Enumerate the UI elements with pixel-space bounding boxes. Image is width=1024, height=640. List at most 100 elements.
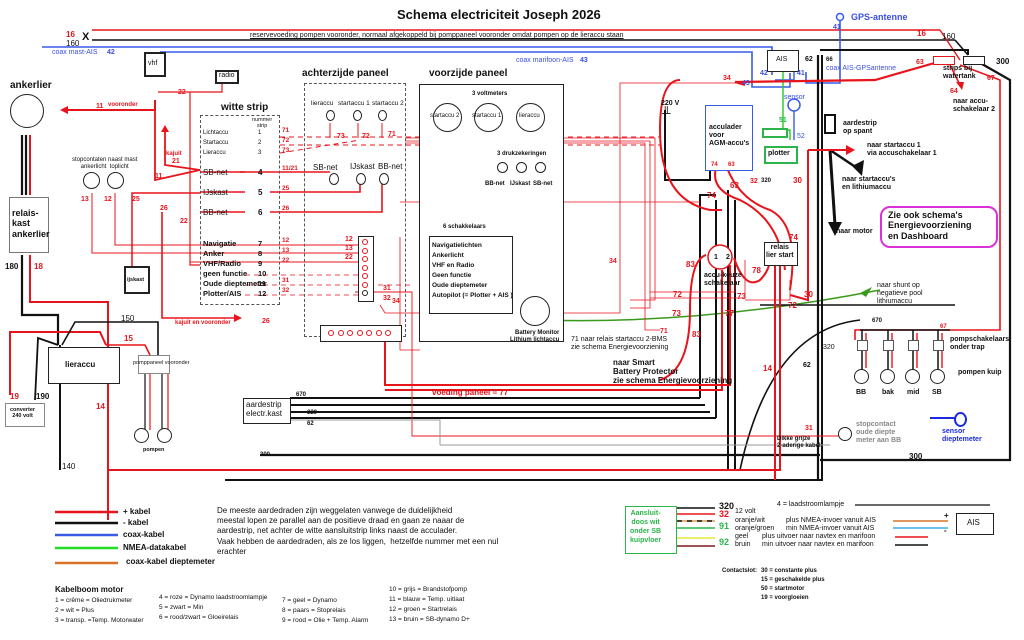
pump-label: mid <box>907 389 920 396</box>
strip-row-number: 9 <box>258 259 263 268</box>
wire-label-74c: 74 <box>789 233 798 242</box>
wire-label-73: 73 <box>672 309 681 318</box>
connector-pin <box>362 239 368 245</box>
switch-label: VHF en Radio <box>432 262 475 269</box>
relais-lier-start: relais lier start <box>764 242 798 266</box>
contactslot-item: 19 = voorgloeien <box>761 595 809 601</box>
wire-14 <box>29 255 109 520</box>
stopcontact-ankerlicht <box>83 172 100 189</box>
voltmeter-lieraccu <box>516 103 545 132</box>
strip-row-number: 2 <box>258 140 262 146</box>
wire-label-83b: 83 <box>692 330 701 339</box>
kabelboom-entry: 8 = paars = Stoprelais <box>282 607 346 614</box>
achterzijde-title: achterzijde paneel <box>302 68 389 79</box>
fuse-bbnet[interactable] <box>497 162 508 173</box>
aansluit-91: 91 <box>719 521 730 531</box>
wire-label-14: 14 <box>96 402 105 411</box>
wire-label-72: 72 <box>673 290 682 299</box>
voltmeter-startaccu2 <box>433 103 462 132</box>
wire-label-72b: 72 <box>788 301 797 310</box>
strip-row-wire: 71 <box>282 127 290 134</box>
witte-strip-title: witte strip <box>221 102 269 113</box>
wire-label-62c: 62 <box>803 362 811 369</box>
strip-row-wire: 11/21 <box>282 165 298 172</box>
strips-watertank-label: strips bij watertank <box>943 65 976 81</box>
wire-label-78: 78 <box>752 266 761 275</box>
strip-row-label: Oude dieptemeter <box>203 279 267 288</box>
terminal-sbnet <box>329 173 339 185</box>
wire-label-160: 160 <box>66 39 80 48</box>
fuse-sbnet[interactable] <box>535 162 546 173</box>
kabelboom-entry: 3 = transp. =Temp. Motorwater <box>55 617 144 624</box>
stopcontacten-label: stopcontaten naast mast ankerlicht topli… <box>72 157 138 170</box>
kajuit-label: kajuit <box>166 151 182 157</box>
coax-marifoon-ais <box>160 51 791 88</box>
wire-label-16: 16 <box>66 30 75 39</box>
nmea-connector <box>762 128 788 138</box>
coax-marifoon-label: coax marifoon-AIS <box>516 57 574 64</box>
wire-label-34b: 34 <box>392 298 400 305</box>
legend-item-label: coax-kabel dieptemeter <box>126 557 215 566</box>
kabelboom-entry: 11 = blauw = Temp. uitlaat <box>389 596 465 603</box>
stopcontact-diepte <box>838 427 852 441</box>
fuse-dot <box>375 330 382 336</box>
connector-wire-label: 12 <box>345 236 353 243</box>
wire-label-26: 26 <box>160 205 168 212</box>
aansluit-color: bruin <box>735 541 751 548</box>
minus-sign: - <box>944 526 947 535</box>
terminal-bbnet <box>379 173 389 185</box>
wire-label-300b: 300 <box>909 452 923 461</box>
wire-label-51: 51 <box>779 117 787 124</box>
gps-antenne-label: GPS-antenne <box>851 12 908 22</box>
terminal-startaccu2 <box>378 110 387 121</box>
fuse-label-bbnet: BB-net <box>485 181 505 187</box>
aansluit-desc: plus NMEA-invoer vanuit AIS <box>786 517 876 524</box>
strip-row-wire: 73 <box>282 147 290 154</box>
wire-label-19: 19 <box>10 392 19 401</box>
diagram-title: Schema electriciteit Joseph 2026 <box>397 7 601 22</box>
wire-label-190: 190 <box>36 392 50 401</box>
pump-label: SB <box>932 389 942 396</box>
plus-sign: + <box>944 511 949 520</box>
pump-motor <box>905 369 920 384</box>
wire-label-63: 63 <box>728 162 735 168</box>
kabelboom-entry: 9 = rood = Olie + Temp. Alarm <box>282 617 369 624</box>
fuse-dot <box>347 330 353 336</box>
wire-label-18: 18 <box>34 262 43 271</box>
contactslot-item: 50 = startmotor <box>761 586 805 592</box>
connector-pin <box>362 247 368 254</box>
wire-label-670: 670 <box>296 392 307 398</box>
achter-label-lieraccu: lieraccu <box>311 100 334 107</box>
connector-pin <box>362 281 368 288</box>
fuse-ijskast[interactable] <box>516 162 527 173</box>
witte-strip-header: nummer strip <box>252 117 273 130</box>
kabelboom-entry: 12 = groen = Startrelais <box>389 606 457 613</box>
wire-label-83: 83 <box>686 260 695 269</box>
wire-label-43: 43 <box>580 57 588 64</box>
acculader: acculader voor AGM-accu's <box>705 105 753 171</box>
fuse-dot <box>356 330 363 336</box>
wire-label-31b: 31 <box>805 425 813 432</box>
battery-monitor <box>520 296 550 326</box>
x-mark: X <box>82 31 90 43</box>
strip-row-number: 10 <box>258 269 267 278</box>
legend-item-label: NMEA-datakabel <box>123 543 187 552</box>
wire-label-41: 41 <box>833 24 841 31</box>
stopcontact-toplicht <box>107 172 124 189</box>
connector-wire-label: 13 <box>345 245 353 252</box>
strip-row-label: geen functie <box>203 269 248 278</box>
converter-label: converter 240 volt <box>10 407 36 420</box>
connector-pin <box>362 264 368 271</box>
achter-label-startaccu1: startaccu 1 <box>338 100 370 107</box>
aansluit-32: 32 <box>719 509 730 519</box>
accukeuze-label: accu-keuze schakelaar <box>704 272 742 288</box>
wire-77 <box>384 265 731 386</box>
contactslot-item: 15 = geschakelde plus <box>761 577 825 583</box>
aardestrip-spant-label: aardestrip op spant <box>843 120 877 136</box>
wire-label-26-arrow: 26 <box>262 318 270 325</box>
strip-watertank-black <box>963 56 985 65</box>
stopcontact-diepte-label: stopcontact oude diepte meter aan BB <box>856 421 902 445</box>
wire-label-14b: 14 <box>763 364 772 373</box>
aansluit-92: 92 <box>719 537 730 547</box>
zie-ook-text: Zie ook schema's Energievoorziening en D… <box>888 210 972 241</box>
